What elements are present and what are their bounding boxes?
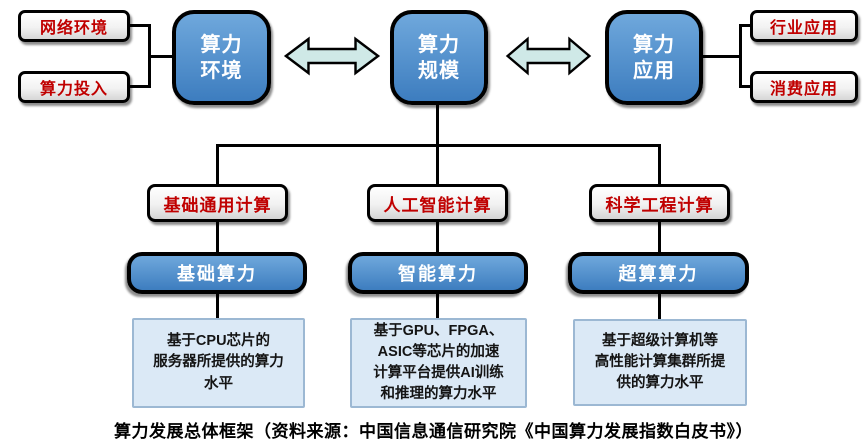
node-computing-environment: 算力 环境 (172, 10, 271, 105)
connector-line (739, 24, 753, 27)
description-supercomputing: 基于超级计算机等 高性能计算集群所提 供的算力水平 (573, 319, 747, 406)
category-label: 科学工程计算 (605, 195, 714, 215)
node-basic-computing-power: 基础算力 (127, 252, 307, 294)
connector-line (436, 292, 439, 320)
connector-line (658, 144, 661, 187)
node-label: 超算算力 (618, 264, 699, 284)
node-computing-application: 算力 应用 (605, 10, 703, 105)
connector-line (658, 220, 661, 254)
description-text: 基于超级计算机等 高性能计算集群所提 供的算力水平 (594, 332, 726, 391)
description-intelligent-computing: 基于GPU、FPGA、 ASIC等芯片的加速 计算平台提供AI训练 和推理的算力… (350, 318, 527, 408)
connector-line (701, 55, 742, 58)
connector-line (216, 144, 219, 187)
description-basic-computing: 基于CPU芯片的 服务器所提供的算力 水平 (132, 318, 305, 408)
connector-line (739, 24, 742, 88)
tag-industry-application: 行业应用 (750, 10, 858, 42)
connector-line (130, 85, 150, 88)
node-computing-scale: 算力 规模 (390, 10, 488, 105)
node-label: 基础算力 (177, 264, 257, 284)
connector-line (739, 85, 753, 88)
tag-label: 行业应用 (769, 20, 838, 37)
tag-label: 消费应用 (769, 81, 838, 98)
connector-line (130, 24, 150, 27)
connector-line (216, 144, 661, 147)
node-label: 算力 应用 (633, 33, 675, 82)
node-label: 智能算力 (398, 264, 478, 284)
tag-computing-investment: 算力投入 (18, 71, 130, 103)
tag-label: 算力投入 (39, 81, 108, 98)
category-label: 基础通用计算 (163, 195, 272, 215)
tag-consumer-application: 消费应用 (750, 71, 858, 103)
category-label: 人工智能计算 (383, 195, 492, 215)
connector-line (216, 292, 219, 320)
node-intelligent-computing-power: 智能算力 (348, 252, 528, 294)
category-basic-general-computing: 基础通用计算 (147, 184, 288, 222)
tag-network-environment: 网络环境 (18, 10, 130, 42)
node-label: 算力 环境 (200, 33, 243, 82)
connector-line (148, 55, 174, 58)
category-scientific-engineering-computing: 科学工程计算 (589, 184, 730, 222)
description-text: 基于GPU、FPGA、 ASIC等芯片的加速 计算平台提供AI训练 和推理的算力… (373, 322, 504, 403)
node-label: 算力 规模 (418, 33, 460, 82)
double-arrow-icon (505, 36, 592, 76)
connector-line (436, 220, 439, 254)
connector-line (216, 220, 219, 254)
figure-caption: 算力发展总体框架（资料来源：中国信息通信研究院《中国算力发展指数白皮书》） (114, 422, 753, 442)
connector-line (658, 292, 661, 320)
category-ai-computing: 人工智能计算 (367, 184, 508, 222)
description-text: 基于CPU芯片的 服务器所提供的算力 水平 (153, 333, 284, 392)
double-arrow-icon (283, 36, 381, 76)
node-supercomputing-power: 超算算力 (568, 252, 749, 294)
tag-label: 网络环境 (39, 20, 108, 37)
